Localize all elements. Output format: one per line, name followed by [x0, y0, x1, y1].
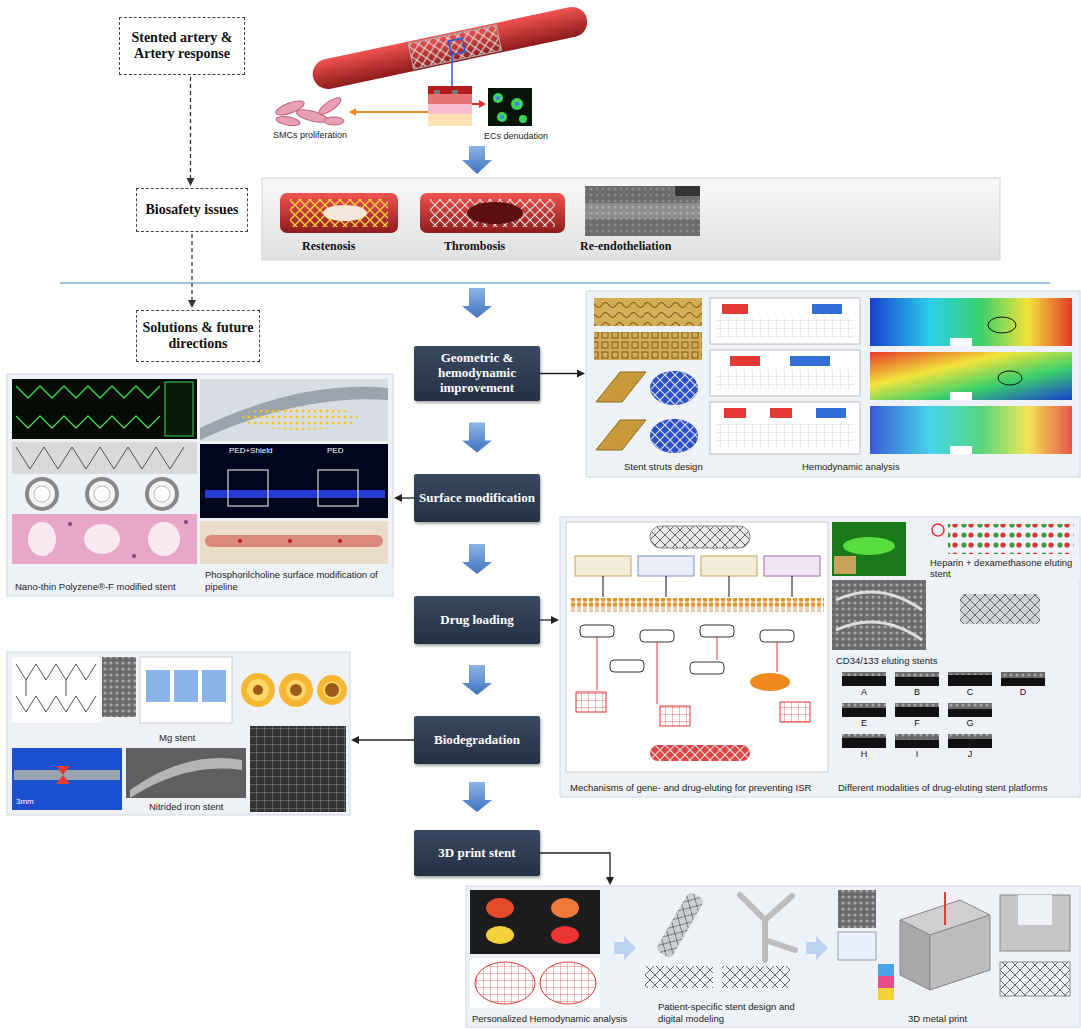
connector — [540, 853, 614, 885]
dashed-connector — [191, 234, 192, 301]
connector-line — [540, 853, 610, 878]
box-label: Stented artery & Artery response — [125, 30, 239, 62]
callout-letter: G — [948, 718, 992, 729]
arrow-head — [577, 370, 585, 378]
panel-caption: PED — [327, 446, 343, 456]
panel-caption: Nitrided iron stent — [147, 801, 225, 812]
callout-letter: H — [842, 749, 886, 760]
connector-line — [358, 739, 414, 740]
connector — [351, 736, 414, 744]
block-arrow — [462, 288, 492, 318]
block-arrow — [462, 544, 492, 574]
callout-letter: B — [895, 687, 939, 698]
figure-panel: Restenosis Thrombosis Re-endotheliation — [262, 178, 1000, 260]
callout-letter: A — [842, 687, 886, 698]
panel-caption: PED+Shield — [229, 446, 272, 456]
figure-label: 3mm — [16, 797, 34, 807]
callout-letter: F — [895, 718, 939, 729]
connector — [540, 616, 559, 624]
arrow-head — [187, 178, 195, 186]
figure-label: SMCs proliferation — [272, 130, 348, 141]
connector — [187, 77, 195, 186]
panel-caption: Phosphorilcholine surface modification o… — [203, 569, 393, 592]
panel-caption: Re-endotheliation — [578, 239, 673, 253]
biosafety-panel-art — [262, 178, 1000, 260]
process-box: 3D print stent — [414, 830, 540, 876]
block-arrow — [462, 665, 492, 695]
block-arrow — [462, 423, 492, 453]
connector — [394, 494, 414, 502]
callout-letter: D — [1001, 687, 1045, 698]
geometric-panel-art — [586, 291, 1080, 477]
connector — [540, 370, 585, 378]
panel-caption: Thrombosis — [442, 239, 507, 253]
figure-panel: Mechanisms of gene- and drug-eluting for… — [560, 517, 1080, 797]
connector-line — [540, 373, 578, 374]
arrow-head — [606, 877, 614, 885]
connector-line — [401, 497, 414, 498]
callout-letter: I — [895, 749, 939, 760]
connector — [462, 288, 492, 318]
biodegradation-panel-art — [7, 652, 350, 815]
arrow-head — [188, 300, 196, 308]
box-label: Geometric & hemodynamic improvement — [419, 351, 535, 396]
flow-step-box: Solutions & future directions — [136, 310, 260, 362]
divider-line — [60, 282, 1050, 284]
connector-line — [540, 619, 552, 620]
panel-caption: Mg stent — [157, 732, 197, 743]
process-box: Surface modification — [414, 474, 540, 522]
callout-letter: J — [948, 749, 992, 760]
panel-caption: Restenosis — [300, 239, 357, 253]
connector — [462, 782, 492, 812]
box-label: Drug loading — [440, 613, 513, 628]
block-arrow — [462, 782, 492, 812]
panel-caption: 3D metal print — [906, 1013, 969, 1024]
connector — [462, 423, 492, 453]
figure-panel: Mg stentNitrided iron stent — [7, 652, 350, 815]
dashed-connector — [190, 77, 191, 179]
panel-caption: Personalized Hemodynamic analysis — [470, 1013, 654, 1024]
arrow-head — [351, 736, 359, 744]
panel-caption: Hemodynamic analysis — [800, 461, 902, 472]
box-label: Biosafety issues — [146, 202, 239, 218]
box-label: Biodegradation — [434, 733, 520, 748]
figure-panel: Personalized Hemodynamic analysisPatient… — [466, 886, 1080, 1027]
flow-step-box: Stented artery & Artery response — [119, 17, 245, 75]
figure-label: ECs denudation — [483, 131, 549, 142]
box-label: Surface modification — [419, 491, 535, 506]
drug-panel-art — [560, 517, 1080, 797]
connector — [188, 234, 196, 308]
process-box: Drug loading — [414, 596, 540, 644]
panel-caption: Mechanisms of gene- and drug-eluting for… — [568, 782, 834, 793]
connector — [462, 544, 492, 574]
panel-caption: CD34/133 eluting stents — [834, 655, 939, 666]
process-box: Geometric & hemodynamic improvement — [414, 346, 540, 401]
artery-illustration — [274, 4, 590, 174]
process-box: Biodegradation — [414, 716, 540, 764]
panel-caption: Nano-thin Polyzene®-F modified stent — [13, 581, 202, 592]
callout-letter: C — [948, 687, 992, 698]
print-panel-art — [466, 886, 1080, 1027]
figure-panel: Nano-thin Polyzene®-F modified stentPhos… — [7, 374, 393, 596]
arrow-head — [551, 616, 559, 624]
box-label: Solutions & future directions — [142, 320, 254, 352]
panel-caption: Stent struts design — [622, 461, 705, 472]
arrow-head — [394, 494, 402, 502]
panel-caption: Heparin + dexamethasone eluting stent — [928, 557, 1080, 580]
surface-panel-art — [7, 374, 393, 596]
connector — [462, 665, 492, 695]
panel-caption: Different modalities of drug-eluting ste… — [836, 782, 1080, 793]
callout-letter: E — [842, 718, 886, 729]
figure-panel: Stent struts design Hemodynamic analysis — [586, 291, 1080, 477]
flow-step-box: Biosafety issues — [136, 188, 248, 232]
box-label: 3D print stent — [438, 846, 515, 861]
panel-caption: Patient-specific stent design and digita… — [656, 1001, 800, 1024]
